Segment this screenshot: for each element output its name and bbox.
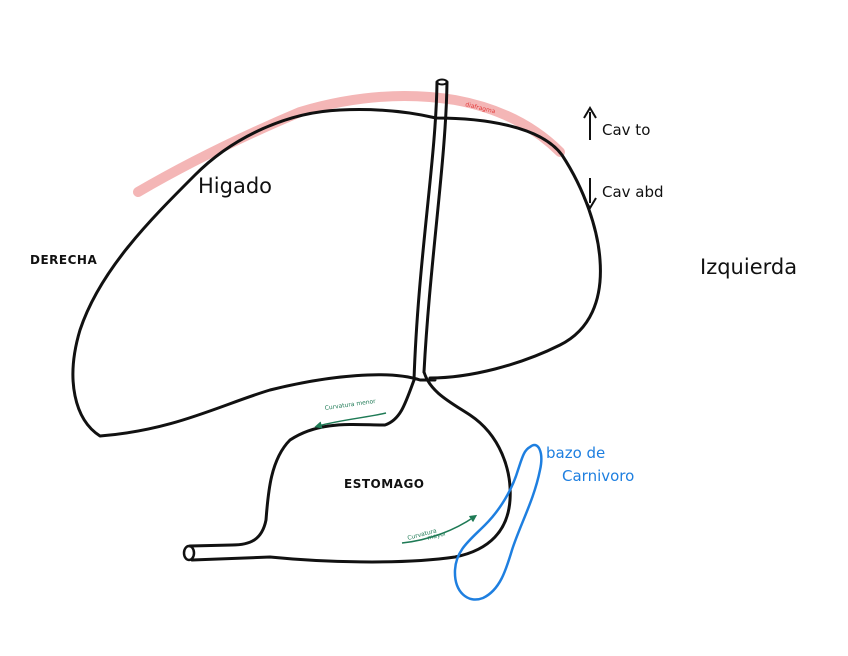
spleen-label-1: bazo de: [546, 444, 605, 462]
diaphragm-line: [133, 91, 565, 197]
stomach-label: ESTOMAGO: [344, 477, 425, 491]
lesser-curvature-label: Curvatura menor: [324, 398, 376, 412]
greater-curvature-label-2: mayor: [427, 530, 448, 542]
pylorus-opening: [182, 544, 196, 562]
greater-curvature-arrow: [401, 514, 478, 544]
cav-to-label: Cav to: [602, 121, 650, 139]
esophagus-opening: [436, 78, 448, 86]
cav-abd-label: Cav abd: [602, 183, 664, 201]
right-side-label: DERECHA: [30, 253, 97, 267]
cav-to-arrow-head: [583, 106, 597, 119]
spleen-label-2: Carnivoro: [562, 467, 634, 485]
lesser-curvature-arrow: [314, 412, 387, 429]
spleen-outline: [453, 443, 543, 601]
left-side-label: Izquierda: [700, 255, 797, 279]
liver-label: Higado: [198, 174, 272, 198]
stomach-outline-greater: [190, 370, 512, 564]
esophagus-right-wall: [422, 80, 449, 374]
liver-outline: [71, 107, 602, 438]
esophagus-left-wall: [412, 80, 439, 382]
stomach-outline: [188, 378, 416, 548]
cav-abd-arrow-head: [583, 197, 597, 210]
